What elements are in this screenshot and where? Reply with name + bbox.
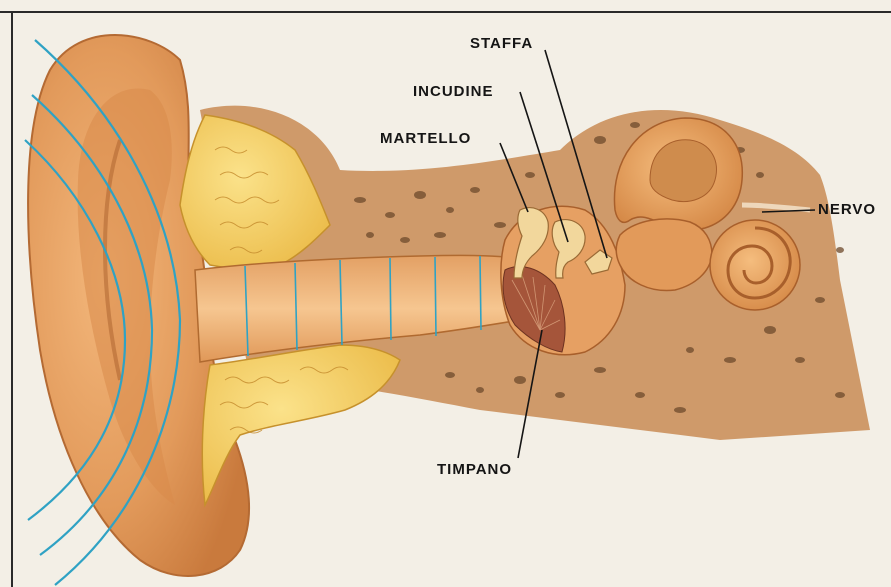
label-incudine: INCUDINE <box>413 83 494 100</box>
cochlea <box>710 220 800 310</box>
label-martello: MARTELLO <box>380 130 471 147</box>
label-timpano: TIMPANO <box>437 461 512 478</box>
label-staffa: STAFFA <box>470 35 533 52</box>
label-nervo: NERVO <box>818 201 876 218</box>
